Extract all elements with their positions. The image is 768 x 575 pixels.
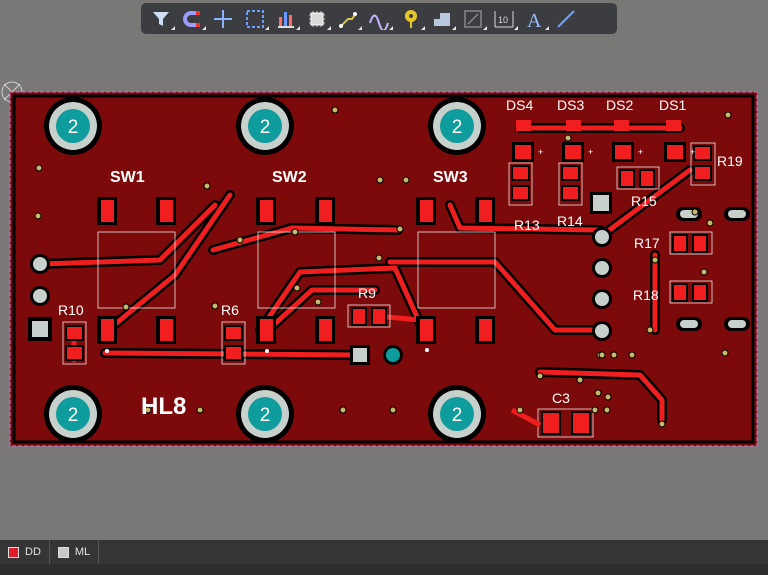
align-button[interactable] (272, 5, 300, 32)
dimension-icon: 10 (494, 10, 514, 27)
plus-mark: + (638, 147, 643, 157)
mounting-hole[interactable]: 2 (44, 385, 102, 443)
hole-number: 2 (68, 405, 79, 426)
layer-swatch (8, 546, 19, 558)
label-r17: R17 (634, 235, 660, 251)
capacitor-c3[interactable] (510, 407, 594, 438)
move-button[interactable] (209, 5, 237, 32)
dimension-button[interactable]: 10 (490, 5, 519, 32)
layer-tab-dd[interactable]: DD (0, 540, 50, 564)
filter-icon (153, 11, 169, 26)
bottom-strip (0, 564, 768, 575)
hole-number: 2 (452, 117, 463, 138)
diff-pair-button[interactable] (365, 5, 394, 32)
resistor-r14[interactable] (558, 162, 583, 206)
led-ds4[interactable]: + (512, 120, 543, 162)
polygon-pour-button[interactable] (428, 5, 456, 32)
mounting-hole[interactable]: 2 (236, 97, 294, 155)
polygon-icon (433, 12, 450, 26)
layer-swatch (57, 546, 69, 558)
resistor-r13[interactable] (508, 162, 533, 206)
resistor-r15[interactable] (616, 166, 660, 190)
filter-button[interactable] (147, 5, 175, 32)
label-sw2: SW2 (272, 169, 307, 186)
layer-tab-ml[interactable]: ML (50, 540, 100, 564)
pcb-board-canvas[interactable]: 2 2 2 2 2 2 (0, 60, 768, 460)
place-string-button[interactable]: A (521, 5, 550, 32)
right-header (590, 192, 612, 341)
keepout-icon (464, 9, 482, 28)
resistor-r10[interactable] (62, 321, 87, 365)
string-icon: A (527, 10, 542, 30)
board-title: HL8 (141, 393, 186, 420)
hole-number: 2 (68, 117, 79, 138)
resistor-r19[interactable] (690, 142, 716, 186)
plus-mark: + (588, 147, 593, 157)
keepout-button[interactable] (459, 5, 487, 32)
select-button[interactable] (241, 5, 269, 32)
route-icon (339, 11, 358, 28)
hole-number: 2 (452, 405, 463, 426)
switch-sw1[interactable] (97, 197, 176, 353)
place-line-button[interactable] (552, 5, 580, 32)
mounting-hole[interactable]: 2 (428, 385, 486, 443)
plus-mark: + (538, 147, 543, 157)
label-sw3: SW3 (433, 169, 468, 186)
led-ds2[interactable]: + (612, 120, 643, 162)
small-vias (34, 106, 732, 428)
mounting-holes: 2 2 2 2 2 2 (44, 97, 486, 443)
plus-mark: + (690, 147, 695, 157)
label-r14: R14 (557, 213, 583, 229)
crosshair-icon (214, 9, 233, 28)
diff-pair-icon (369, 14, 390, 30)
mounting-hole[interactable]: 2 (236, 385, 294, 443)
mounting-hole[interactable]: 2 (44, 97, 102, 155)
label-r13: R13 (514, 217, 540, 233)
led-ds3[interactable]: + (562, 120, 593, 162)
select-rect-icon (245, 9, 264, 28)
hole-number: 2 (260, 405, 271, 426)
via-pads (350, 345, 403, 365)
label-ds1: DS1 (659, 97, 686, 113)
label-r19: R19 (717, 153, 743, 169)
layer-tabs-bar: DD ML (0, 540, 768, 564)
switch-sw2[interactable] (256, 197, 336, 353)
label-sw1: SW1 (110, 169, 145, 186)
label-ds2: DS2 (606, 97, 633, 113)
svg-text:A: A (527, 10, 542, 30)
layer-tab-label: DD (25, 546, 41, 558)
place-component-button[interactable] (303, 5, 331, 32)
hole-number: 2 (260, 117, 271, 138)
resistor-r6[interactable] (221, 321, 246, 365)
label-r6: R6 (221, 302, 239, 318)
line-icon (557, 9, 576, 28)
mounting-hole[interactable]: 2 (428, 97, 486, 155)
via-icon (404, 9, 417, 28)
switch-sw3[interactable] (416, 197, 496, 352)
route-button[interactable] (334, 5, 363, 32)
label-r18: R18 (633, 287, 659, 303)
label-ds3: DS3 (557, 97, 584, 113)
component-icon (308, 10, 325, 27)
layer-tab-label: ML (74, 546, 91, 558)
svg-text:10: 10 (498, 15, 508, 25)
resistor-r18[interactable] (669, 280, 713, 304)
designators: SW1 SW2 SW3 HL8 (110, 169, 468, 420)
pcb-toolbar: 10 A (141, 3, 617, 34)
label-c3: C3 (552, 390, 570, 406)
place-via-button[interactable] (397, 5, 425, 32)
snap-button[interactable] (178, 5, 207, 32)
left-connector (28, 254, 52, 341)
label-r9: R9 (358, 285, 376, 301)
resistor-r17[interactable] (669, 231, 713, 255)
magnet-icon (183, 10, 201, 27)
resistor-r9[interactable] (347, 304, 391, 328)
board-edge (12, 94, 755, 444)
label-ds4: DS4 (506, 97, 533, 113)
label-r10: R10 (58, 302, 84, 318)
align-icon (277, 11, 294, 28)
led-ds1[interactable]: + (664, 120, 695, 162)
designators-small: DS4 DS3 DS2 DS1 R13 R14 R15 R19 R17 R18 … (58, 97, 743, 406)
label-r15: R15 (631, 193, 657, 209)
